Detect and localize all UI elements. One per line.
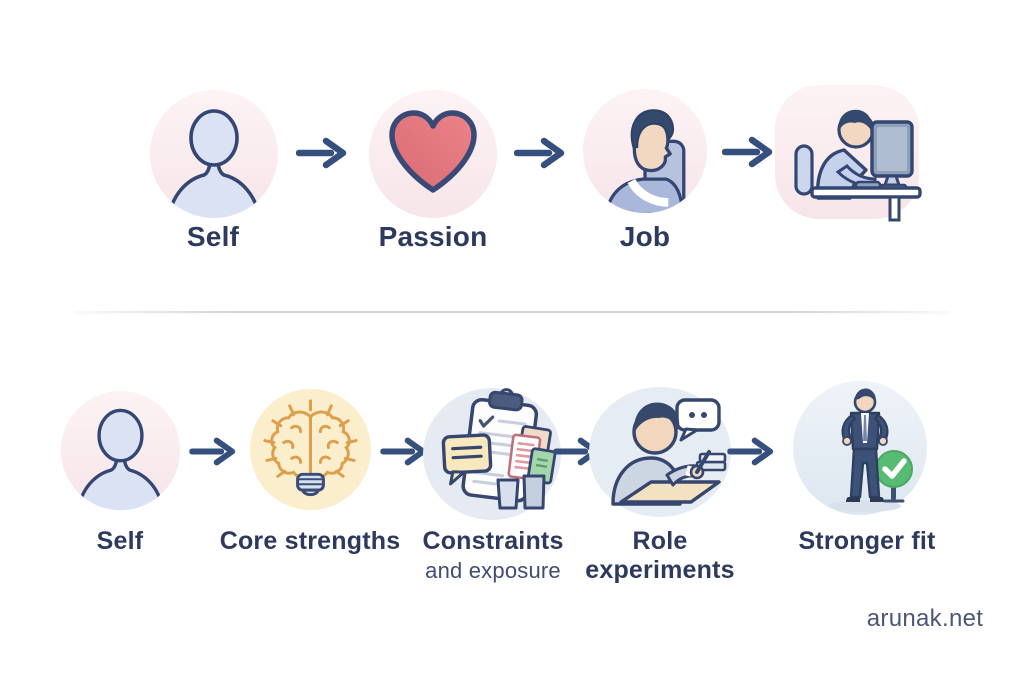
label-top-passion: Passion [378,221,488,252]
person-writing-icon [585,380,735,520]
label-top-self: Self [186,221,240,252]
arrow-right-icon [727,436,775,467]
label-core-strengths: Core strengths [219,527,401,555]
arrow-right-icon [296,136,348,170]
label-constraints: Constraints [422,527,564,555]
label-bottom-self: Self [96,527,144,555]
heart-icon [367,88,499,220]
arrow-right-icon [189,436,237,467]
label-role: Role [632,527,688,555]
label-stronger-fit: Stronger fit [798,527,936,555]
person-checkmark-icon [785,375,935,525]
label-and-exposure: and exposure [425,558,561,583]
arrow-right-icon [722,135,774,169]
clipboard-papers-icon [420,378,565,523]
person-profile-icon [581,87,709,215]
brain-lightbulb-icon [248,387,373,512]
label-experiments: experiments [585,556,735,584]
person-silhouette-icon [59,389,182,512]
watermark: arunak.net [866,605,984,632]
label-top-job: Job [619,221,671,252]
divider [75,311,950,313]
arrow-right-icon [514,136,566,170]
person-silhouette-icon [148,88,280,220]
person-at-computer-icon [772,82,922,222]
